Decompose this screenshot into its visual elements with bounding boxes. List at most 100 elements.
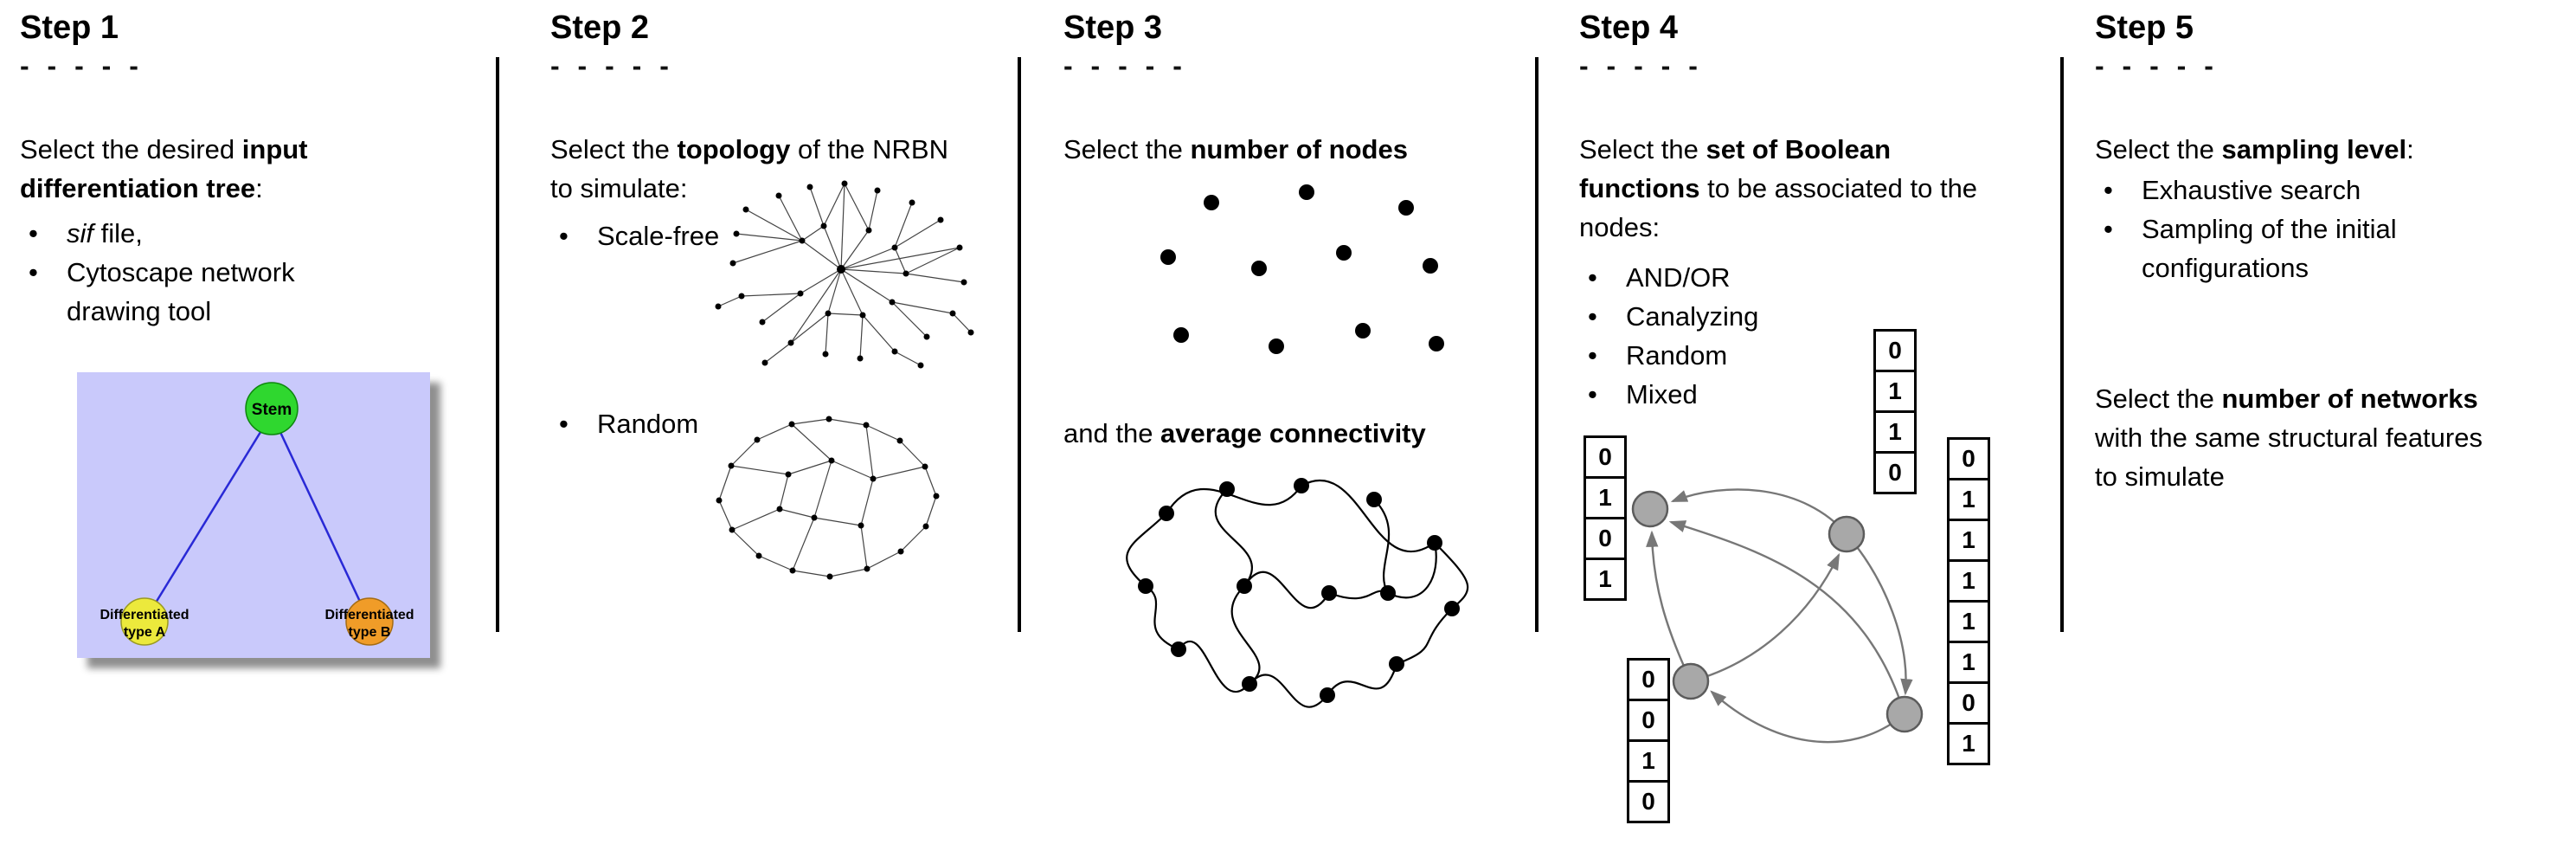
step4-intro: Select the set of Boolean functions to b… xyxy=(1579,130,1995,247)
bullet-item: Random xyxy=(550,404,810,443)
bullet-marker xyxy=(2095,171,2142,210)
vector-cell: 1 xyxy=(1873,370,1917,413)
stem-label: Stem xyxy=(252,401,292,419)
text: Select the xyxy=(1579,134,1706,164)
text: set of Boolean functions xyxy=(1579,134,1892,203)
connectivity-graph-image xyxy=(1126,478,1469,708)
bullet-text: Scale-free xyxy=(597,221,720,251)
truth-table-vector-top: 0 1 1 0 xyxy=(1873,329,1917,494)
vector-cell: 1 xyxy=(1947,641,1990,684)
bullet-marker xyxy=(20,253,67,331)
step2-bullet-random: Random xyxy=(550,404,810,443)
bullet-text: Random xyxy=(1626,340,1728,371)
vector-cell: 0 xyxy=(1627,780,1670,823)
step-dashes: - - - - - xyxy=(20,50,140,81)
bullet-item: Exhaustive search xyxy=(2095,171,2467,210)
text: sampling level xyxy=(2221,134,2407,164)
text: number of networks xyxy=(2221,384,2478,414)
vector-cell: 1 xyxy=(1947,478,1990,521)
vector-cell: 1 xyxy=(1873,410,1917,454)
vector-cell: 0 xyxy=(1584,517,1627,560)
vector-cell: 1 xyxy=(1947,600,1990,643)
bullet-marker xyxy=(20,214,67,253)
boolean-network-figure: 0 1 0 1 0 1 1 0 0 0 1 0 0 1 1 1 xyxy=(1579,325,2060,851)
step4-bullet-list: AND/OR Canalyzing Random Mixed xyxy=(1579,258,1839,414)
step5-bullet-list: Exhaustive search Sampling of the initia… xyxy=(2095,171,2467,287)
type-b-label-line1: Differentiated xyxy=(324,608,414,622)
boolean-node xyxy=(1672,662,1710,700)
bullet-item: Sampling of the initial configurations xyxy=(2095,210,2467,287)
column-divider xyxy=(496,57,499,632)
random-network-image xyxy=(716,416,940,580)
text: topology xyxy=(677,134,791,164)
text: Select the desired xyxy=(20,134,242,164)
stem-node xyxy=(245,382,299,435)
type-a-node xyxy=(120,597,169,646)
bullet-marker xyxy=(550,216,597,255)
column-step-2: Step 2 - - - - - Select the topology of … xyxy=(550,0,1013,851)
vector-cell: 1 xyxy=(1947,559,1990,603)
step2-intro: Select the topology of the NRBN to simul… xyxy=(550,130,948,208)
vector-cell: 1 xyxy=(1627,739,1670,783)
step5-para2: Select the number of networks with the s… xyxy=(2095,379,2497,496)
step-dashes: - - - - - xyxy=(1579,50,1699,81)
bullet-text: AND/OR xyxy=(1626,262,1731,293)
bullet-marker xyxy=(1579,258,1626,297)
column-divider xyxy=(1535,57,1539,632)
text: to be associated to the nodes: xyxy=(1579,173,1978,242)
column-divider xyxy=(2060,57,2064,632)
vector-cell: 1 xyxy=(1584,476,1627,519)
text: file, xyxy=(93,218,143,248)
bullet-text: Exhaustive search xyxy=(2142,175,2361,205)
step-dashes: - - - - - xyxy=(1063,50,1184,81)
bullet-text: sif file, xyxy=(67,214,344,253)
boolean-node xyxy=(1631,490,1669,528)
text: with the same structural features to sim… xyxy=(2095,422,2483,492)
boolean-network-svg xyxy=(1631,488,1924,744)
bullet-text: Cytoscape network drawing tool xyxy=(67,257,295,326)
bullet-marker xyxy=(550,404,597,443)
text: Select the xyxy=(550,134,678,164)
step1-intro: Select the desired input differentiation… xyxy=(20,130,405,208)
column-divider xyxy=(1018,57,1021,632)
text: : xyxy=(255,173,263,203)
tree-edge xyxy=(145,413,273,619)
step3-line2: and the average connectivity xyxy=(1063,414,1535,453)
text: sif xyxy=(67,218,93,248)
bullet-text: Mixed xyxy=(1626,379,1698,409)
text: Select the xyxy=(2095,134,2222,164)
truth-table-vector-left: 0 1 0 1 xyxy=(1584,435,1627,601)
truth-table-vector-right: 0 1 1 1 1 1 0 1 xyxy=(1947,437,1990,765)
type-a-label-line1: Differentiated xyxy=(100,608,189,622)
vector-cell: 0 xyxy=(1873,451,1917,494)
text: number of nodes xyxy=(1190,134,1408,164)
text: Select the xyxy=(2095,384,2222,414)
bullet-text: Canalyzing xyxy=(1626,301,1759,332)
bullet-text: Sampling of the initial configurations xyxy=(2142,214,2397,283)
vector-cell: 0 xyxy=(1873,329,1917,372)
vector-cell: 1 xyxy=(1947,519,1990,562)
step-dashes: - - - - - xyxy=(550,50,671,81)
text: Select the xyxy=(1063,134,1191,164)
bullet-item: sif file, xyxy=(20,214,344,253)
boolean-node xyxy=(1828,515,1866,553)
bullet-item: Cytoscape network drawing tool xyxy=(20,253,344,331)
column-step-3: Step 3 - - - - - Select the number of no… xyxy=(1063,0,1535,851)
vector-cell: 0 xyxy=(1947,437,1990,480)
step2-bullet-scale-free: Scale-free xyxy=(550,216,810,255)
vector-cell: 1 xyxy=(1947,722,1990,765)
truth-table-vector-bottom-left: 0 0 1 0 xyxy=(1627,658,1670,823)
scale-free-network-image xyxy=(715,180,974,369)
type-b-node xyxy=(345,597,394,646)
vector-cell: 0 xyxy=(1627,658,1670,701)
column-step-4: Step 4 - - - - - Select the set of Boole… xyxy=(1579,0,2057,851)
bullet-item: Random xyxy=(1579,336,1839,375)
column-step-1: Step 1 - - - - - Select the desired inpu… xyxy=(20,0,487,851)
text: of the NRBN to simulate: xyxy=(550,134,948,203)
step-title: Step 1 xyxy=(20,10,119,46)
differentiation-tree-figure: Stem Differentiated type A Differentiate… xyxy=(77,372,430,658)
nodes-scatter-image xyxy=(1160,184,1444,354)
boolean-node xyxy=(1885,695,1924,733)
text: average connectivity xyxy=(1160,418,1426,448)
